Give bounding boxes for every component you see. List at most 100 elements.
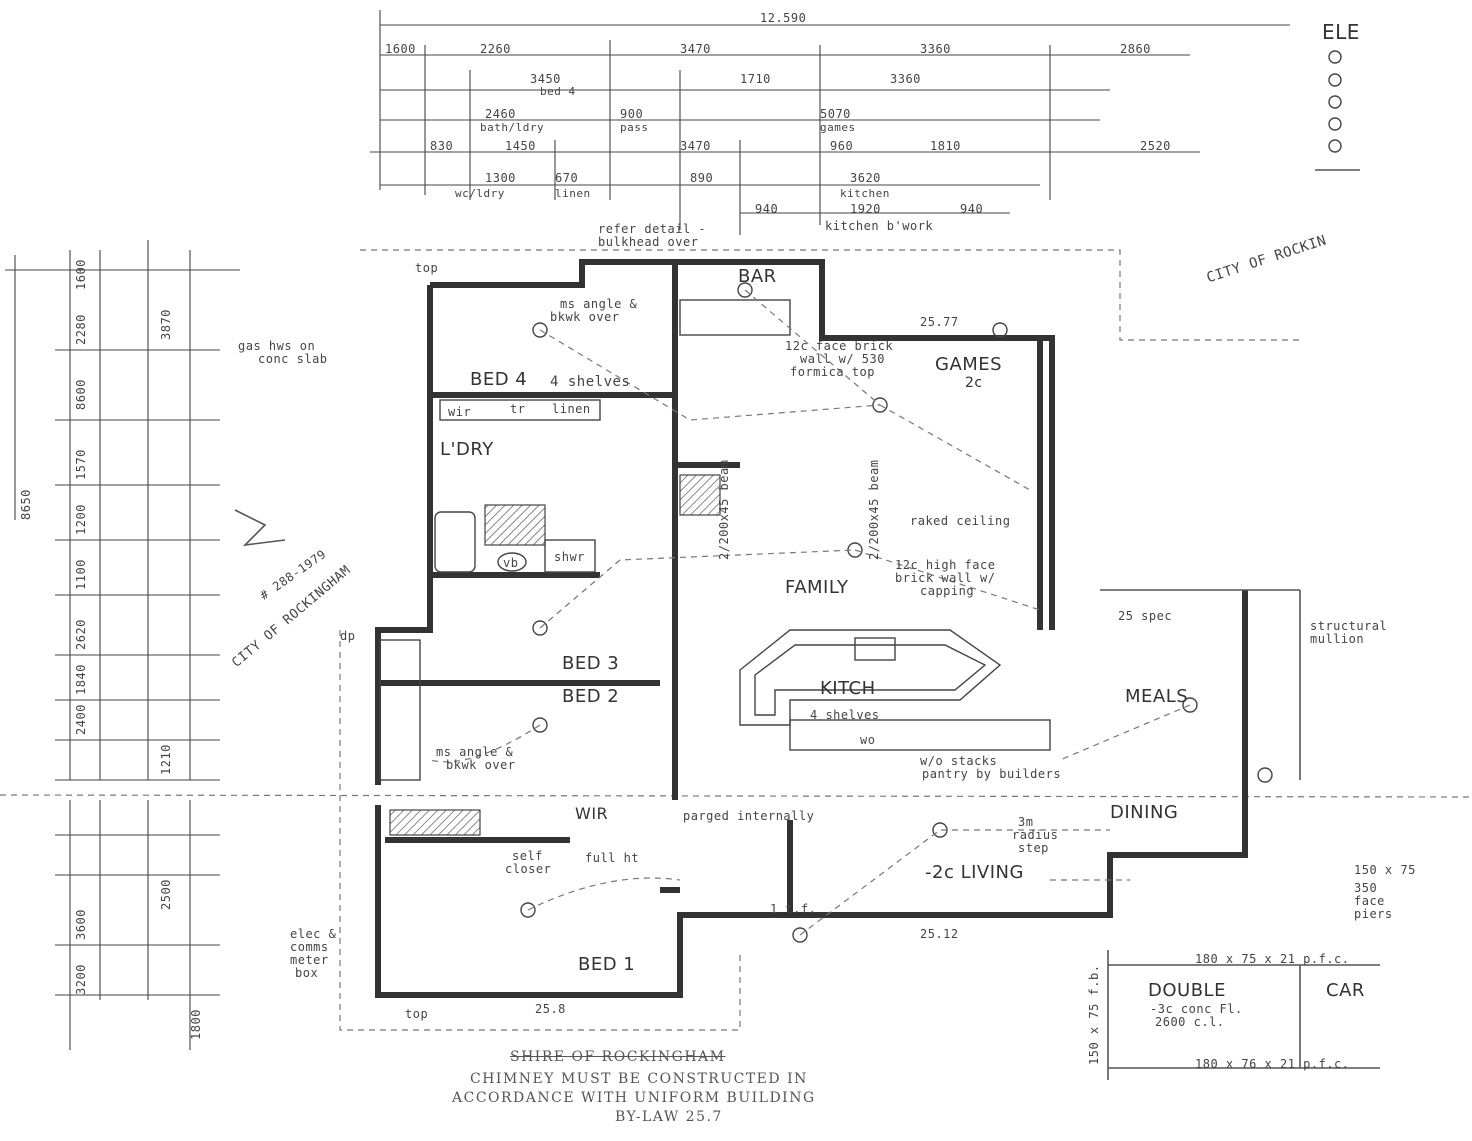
dim-inner-2: 25.8 — [535, 1002, 566, 1016]
wiring-dashes — [429, 289, 1191, 936]
note-piers-3: piers — [1354, 907, 1393, 921]
dim-left-9: 2400 — [74, 704, 88, 735]
room-family: FAMILY — [785, 577, 849, 598]
dim-r1-4: 2860 — [1120, 42, 1151, 56]
dim-left-total: 8650 — [19, 489, 33, 520]
note-gas-hws-2: conc slab — [258, 352, 328, 366]
dim-r3-games: games — [820, 121, 856, 134]
note-vb: vb — [503, 556, 519, 570]
note-full-ht: full ht — [585, 851, 640, 865]
dim-r5-wc: wc/ldry — [455, 187, 505, 200]
note-beam-2: 2/200x45 beam — [867, 459, 881, 560]
note-elec-2: comms — [290, 940, 329, 954]
footer-line-2: ACCORDANCE WITH UNIFORM BUILDING — [452, 1090, 816, 1106]
dim-left-2: 8600 — [74, 379, 88, 410]
dim-living: 150 x 75 — [1354, 863, 1416, 877]
dim-left-11: 3600 — [74, 909, 88, 940]
dim-left-3: 1570 — [74, 449, 88, 480]
dim-r1-2: 3470 — [680, 42, 711, 56]
note-ms-angle2-2: bkwk over — [446, 758, 516, 772]
dim-r4-3: 960 — [830, 139, 854, 153]
dim-garage-c: 150 x 75 f.b. — [1087, 964, 1101, 1065]
dim-r3-bath: bath/ldry — [480, 121, 545, 134]
note-brick-wall-2: wall w/ 530 — [800, 352, 885, 366]
note-refer-detail: refer detail - — [598, 222, 707, 236]
note-brick-cap-1: 12c high face — [895, 558, 996, 572]
dim-left-1: 2280 — [74, 314, 88, 345]
footer-struck-shire: SHIRE OF ROCKINGHAM — [510, 1049, 726, 1065]
note-radius-1: 3m — [1018, 815, 1034, 829]
dim-r4-5: 2520 — [1140, 139, 1171, 153]
room-double: DOUBLE — [1148, 980, 1226, 1001]
note-piers-2: face — [1354, 894, 1385, 908]
dim-left-13: 3200 — [74, 964, 88, 995]
dim-r3-2: 5070 — [820, 107, 851, 121]
note-self-closer-1: self — [512, 849, 543, 863]
dim-r5-kitchen: kitchen — [840, 187, 890, 200]
dim-r2-2: 3360 — [890, 72, 921, 86]
room-bed4: BED 4 — [470, 369, 528, 390]
dim-r1-1: 2260 — [480, 42, 511, 56]
note-elec-1: elec & — [290, 927, 337, 941]
note-beam-1: 2/200x45 beam — [717, 459, 731, 560]
note-wir-small: wir — [448, 405, 472, 419]
note-garage-1: -3c conc Fl. — [1150, 1002, 1243, 1016]
kitchen-bench — [739, 629, 1051, 751]
dim-inner-0: 25.77 — [920, 315, 959, 329]
dim-r6-kitchen-bwork: kitchen b'work — [825, 219, 934, 233]
room-ldry: L'DRY — [440, 439, 494, 460]
note-tr: tr — [510, 402, 526, 416]
dim-r2-bed4: bed 4 — [540, 85, 576, 98]
note-self-closer-2: closer — [505, 862, 552, 876]
room-car: CAR — [1326, 980, 1365, 1001]
note-brick-cap-3: capping — [920, 584, 975, 598]
room-meals: MEALS — [1125, 686, 1189, 707]
room-bed2: BED 2 — [562, 686, 620, 707]
dim-garage-b: 180 x 76 x 21 p.f.c. — [1195, 1057, 1350, 1071]
dim-r3-0: 2460 — [485, 107, 516, 121]
top-dimension-lines — [370, 10, 1290, 235]
dim-inner-1: 25.12 — [920, 927, 959, 941]
legend-symbols — [1315, 50, 1360, 171]
note-radius-3: step — [1018, 841, 1049, 855]
note-brick-wall-3: formica top — [790, 365, 875, 379]
note-ms-angle: ms angle & — [560, 297, 638, 311]
bed4-shelves-note: 4 shelves — [550, 374, 631, 390]
room-dining: DINING — [1110, 802, 1179, 823]
note-raked-ceiling: raked ceiling — [910, 514, 1011, 528]
note-mullion-2: mullion — [1310, 632, 1365, 646]
footer-line-1: CHIMNEY MUST BE CONSTRUCTED IN — [470, 1071, 808, 1087]
room-bed3: BED 3 — [562, 653, 620, 674]
room-games-level: 2c — [965, 375, 983, 391]
signature-mark — [234, 509, 286, 547]
note-ms-angle2-1: ms angle & — [436, 745, 514, 759]
dim-r4-1: 1450 — [505, 139, 536, 153]
note-garage-2: 2600 c.l. — [1155, 1015, 1225, 1029]
dim-r6-0: 940 — [755, 202, 779, 216]
dim-r2-0: 3450 — [530, 72, 561, 86]
dim-left-8: 1840 — [74, 664, 88, 695]
note-brick-cap-2: brick wall w/ — [895, 571, 996, 585]
note-linen: linen — [552, 402, 591, 416]
room-games: GAMES — [935, 354, 1003, 375]
dim-left-4: 1200 — [74, 504, 88, 535]
note-top-1: top — [415, 261, 439, 275]
dim-left-14: 1800 — [189, 1009, 203, 1040]
note-dp: dp — [340, 629, 356, 643]
dim-left-6: 3870 — [159, 309, 173, 340]
dim-left-0: 1600 — [74, 259, 88, 290]
note-elec-3: meter — [290, 953, 329, 967]
eave-outline — [339, 249, 1300, 1031]
dim-r6-1: 1920 — [850, 202, 881, 216]
dim-r5-0: 1300 — [485, 171, 516, 185]
left-dimension-lines — [5, 240, 240, 1050]
dim-left-10: 1210 — [159, 744, 173, 775]
dim-r2-1: 1710 — [740, 72, 771, 86]
dim-r6-2: 940 — [960, 202, 984, 216]
note-elec-4: box — [295, 966, 319, 980]
dim-r4-2: 3470 — [680, 139, 711, 153]
note-bulkhead: bulkhead over — [598, 235, 699, 249]
note-pantry-1: w/o stacks — [920, 754, 998, 768]
note-radius-2: radius — [1012, 828, 1059, 842]
